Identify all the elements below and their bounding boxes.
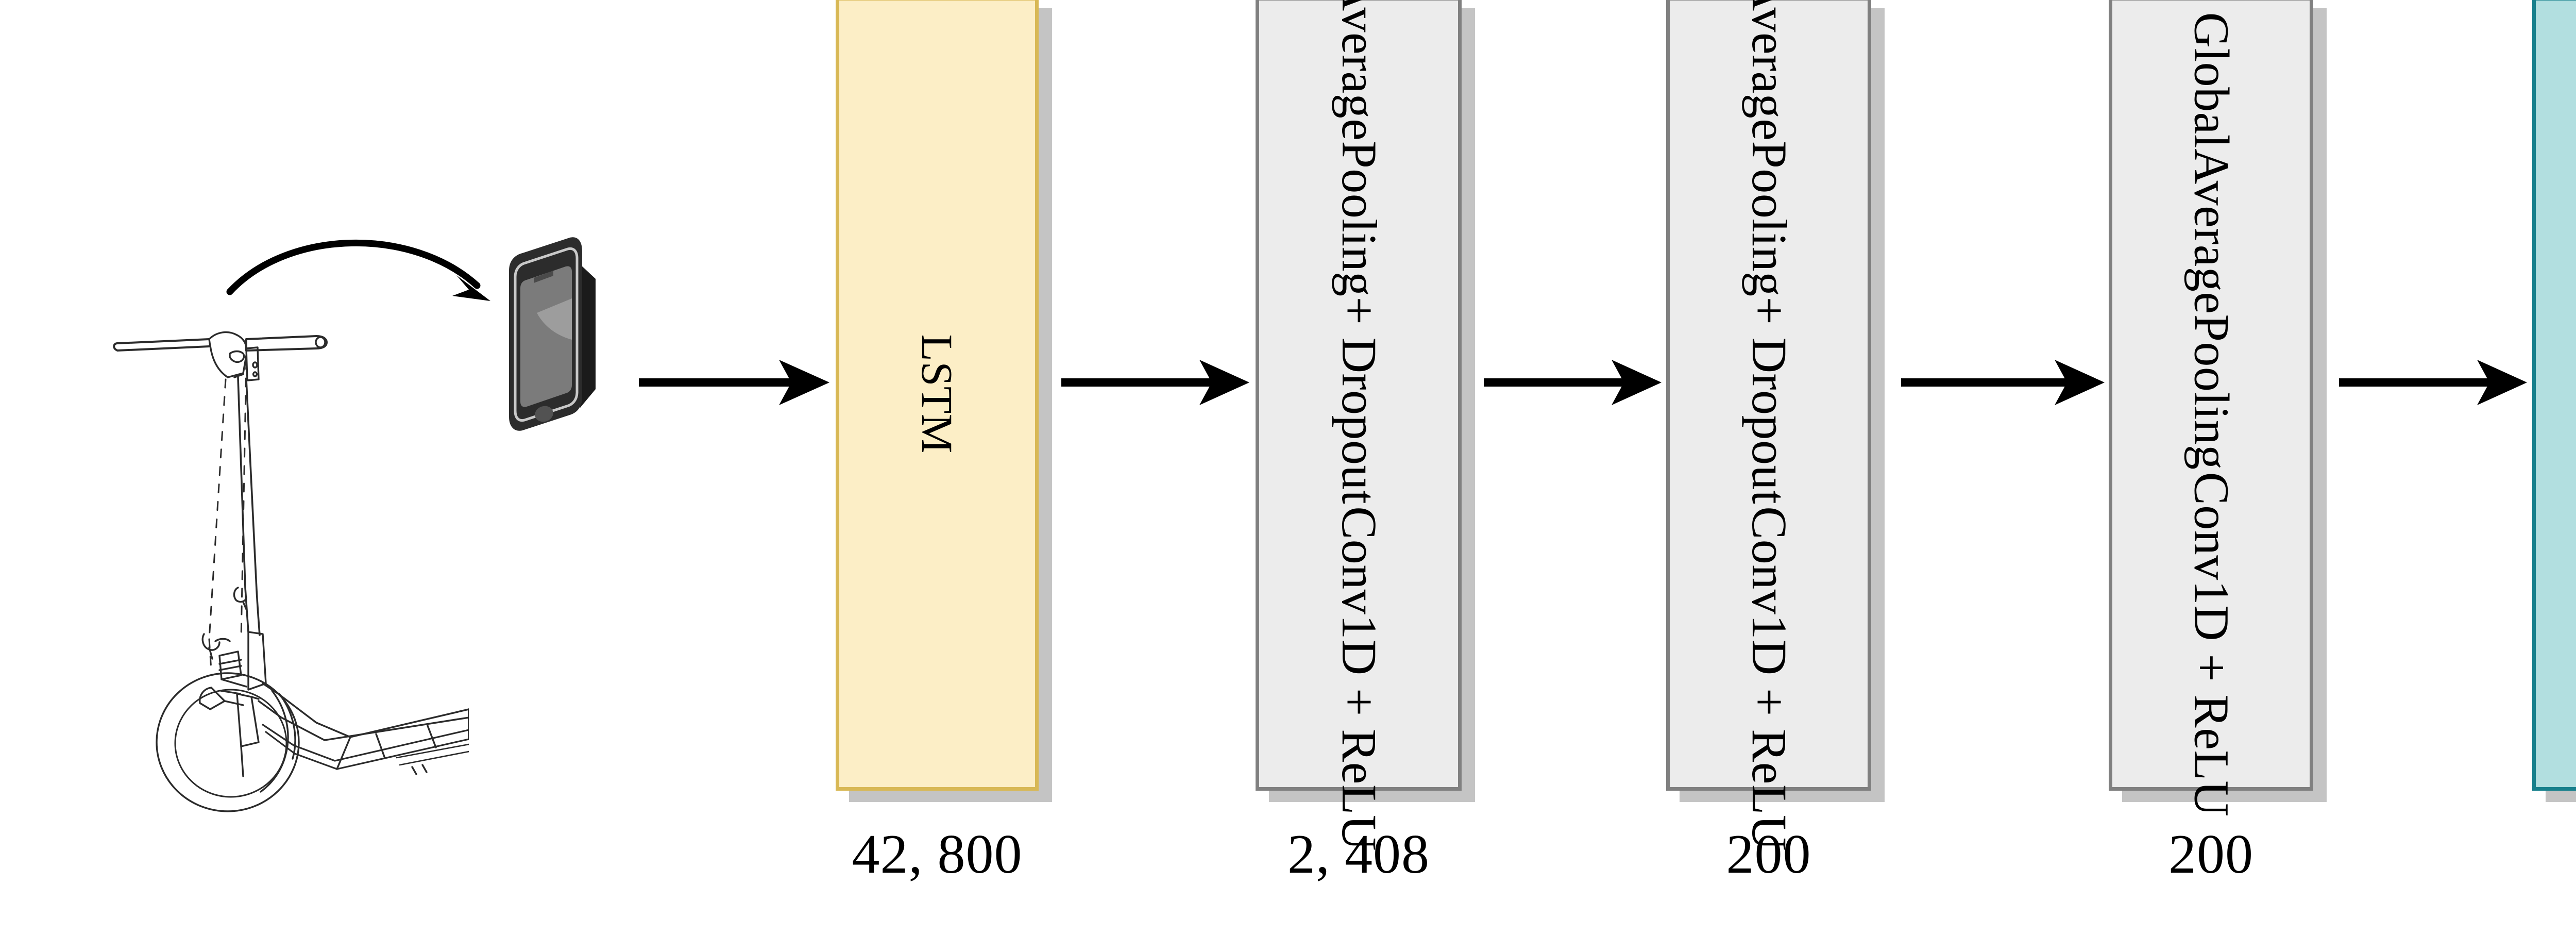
layer-block-linear[interactable]: Linear [2532, 0, 2576, 791]
layer-label-line-1: Conv1D + ReLU [2183, 472, 2239, 816]
param-count-conv2: 200 [1726, 824, 1811, 885]
arrow-conv1-to-conv2 [1484, 352, 1662, 413]
layer-block-lstm-label: LSTM [912, 334, 962, 454]
layer-block-conv2-label: Conv1D + ReLU + AveragePooling+ Dropout [1741, 0, 1797, 851]
param-count-conv1: 2, 408 [1287, 824, 1430, 885]
layer-label-line-2: + AveragePooling+ Dropout [1331, 0, 1387, 504]
layer-label-line-2: + AveragePooling+ Dropout [1741, 0, 1797, 504]
scooter-to-phone-curved-arrow [226, 232, 515, 366]
param-count-linear: 9 [2532, 823, 2576, 887]
layer-label-line-2: + GlobalAveragePooling [2183, 0, 2239, 470]
layer-block-conv3[interactable]: Conv1D + ReLU + GlobalAveragePooling [2109, 0, 2313, 816]
electric-scooter-illustration [108, 278, 469, 887]
layer-block-conv1[interactable]: Conv1D + ReLU + AveragePooling+ Dropout [1256, 0, 1462, 850]
layer-block-conv3-label: Conv1D + ReLU + GlobalAveragePooling [2183, 0, 2239, 816]
arrow-conv2-to-conv3 [1901, 352, 2105, 413]
param-count-lstm: 42, 800 [852, 824, 1023, 885]
arrow-phone-to-lstm [639, 352, 829, 413]
arrow-conv3-to-linear [2339, 352, 2527, 413]
layer-label-line-1: LSTM [912, 334, 962, 454]
layer-block-conv1-label: Conv1D + ReLU + AveragePooling+ Dropout [1331, 0, 1387, 851]
layer-block-conv2[interactable]: Conv1D + ReLU + AveragePooling+ Dropout [1666, 0, 1871, 850]
layer-label-line-1: Conv1D + ReLU [1741, 506, 1797, 851]
arrow-lstm-to-conv1 [1061, 352, 1249, 413]
param-count-conv3: 200 [2168, 824, 2253, 885]
smartphone-icon [479, 235, 608, 441]
layer-label-line-1: Conv1D + ReLU [1331, 506, 1387, 851]
layer-block-lstm[interactable]: LSTM [836, 0, 1039, 791]
